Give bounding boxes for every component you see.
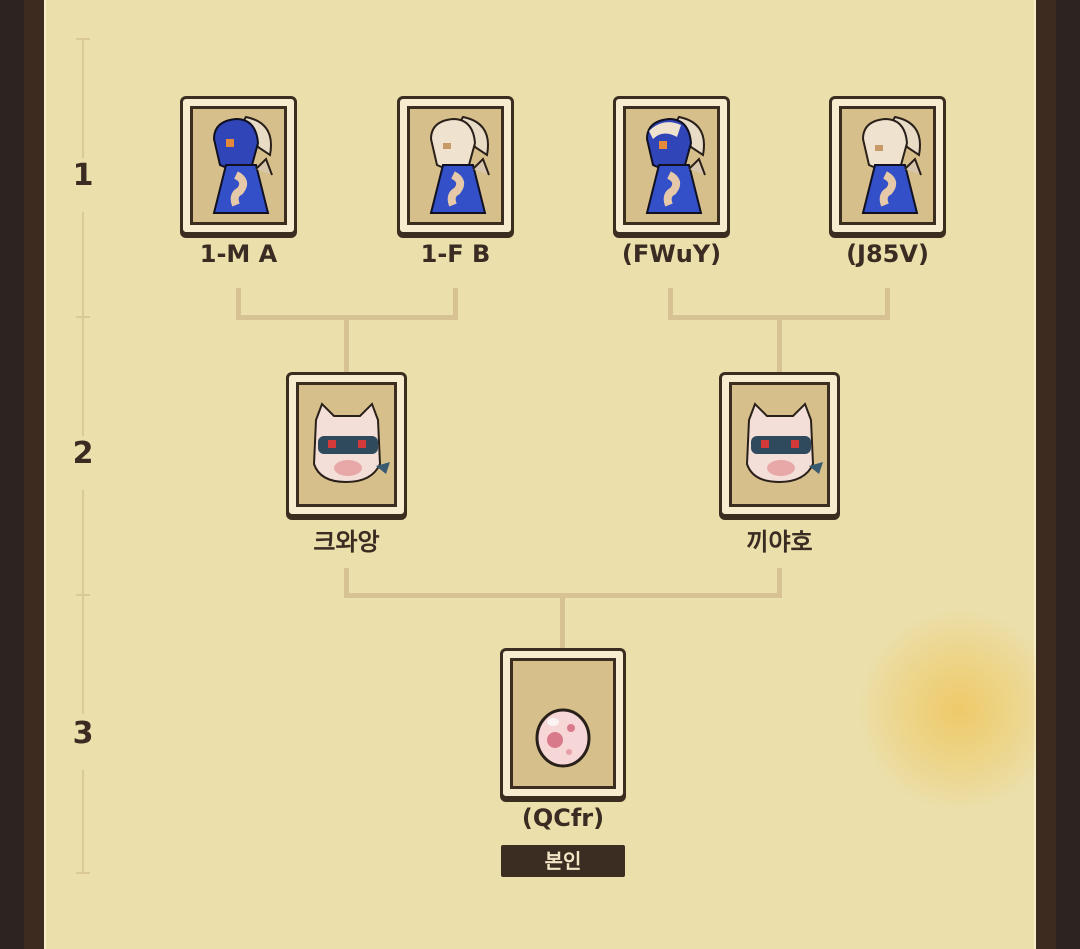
generation-label-3: 3 bbox=[72, 716, 94, 751]
generation-label-2: 2 bbox=[72, 436, 94, 471]
pet-card-kkiyaho[interactable] bbox=[719, 372, 840, 517]
pet-name: (QCfr) bbox=[521, 804, 605, 832]
card-portrait bbox=[510, 658, 616, 789]
ruler-tick bbox=[76, 38, 90, 40]
connector bbox=[344, 318, 349, 372]
pet-name: 크와앙 bbox=[313, 528, 380, 556]
pet-name: 끼야호 bbox=[746, 528, 813, 556]
blue-dragon-icon bbox=[861, 115, 922, 214]
card-portrait bbox=[839, 106, 936, 225]
connector bbox=[236, 315, 458, 320]
pet-name: 1-F B bbox=[420, 240, 491, 268]
connector bbox=[560, 596, 565, 648]
blue-dragon-icon bbox=[429, 115, 490, 214]
pet-card-fwuy[interactable] bbox=[613, 96, 730, 235]
ruler-line bbox=[82, 318, 84, 436]
frame-right-border bbox=[1036, 0, 1056, 949]
generation-label-1: 1 bbox=[72, 158, 94, 193]
card-portrait bbox=[190, 106, 287, 225]
card-portrait bbox=[623, 106, 720, 225]
pet-name: (FWuY) bbox=[621, 240, 722, 268]
connector bbox=[236, 288, 241, 320]
ruler-tick bbox=[76, 872, 90, 874]
blue-dragon-icon bbox=[645, 115, 706, 214]
ruler-line bbox=[82, 212, 84, 316]
pink-cat-icon bbox=[312, 401, 390, 483]
card-portrait bbox=[407, 106, 504, 225]
glow-effect bbox=[859, 610, 1036, 810]
pet-card-1-f-b[interactable] bbox=[397, 96, 514, 235]
ruler-line bbox=[82, 770, 84, 872]
connector bbox=[668, 288, 673, 320]
card-portrait bbox=[729, 382, 830, 507]
pet-name: 1-M A bbox=[199, 240, 278, 268]
connector bbox=[668, 315, 890, 320]
pet-card-j85v[interactable] bbox=[829, 96, 946, 235]
ruler-line bbox=[82, 596, 84, 714]
pet-card-1-m-a[interactable] bbox=[180, 96, 297, 235]
ruler-line bbox=[82, 40, 84, 158]
ruler-tick bbox=[76, 316, 90, 318]
pink-egg-icon bbox=[535, 708, 591, 768]
frame-left-border bbox=[24, 0, 44, 949]
pet-name: (J85V) bbox=[846, 240, 929, 268]
ruler-line bbox=[82, 490, 84, 594]
self-badge: 본인 bbox=[501, 845, 625, 877]
ruler-tick bbox=[76, 594, 90, 596]
pink-cat-icon bbox=[745, 401, 823, 483]
card-portrait bbox=[296, 382, 397, 507]
pet-card-qcfr[interactable] bbox=[500, 648, 626, 799]
connector bbox=[777, 318, 782, 372]
connector bbox=[885, 288, 890, 320]
connector bbox=[777, 568, 782, 598]
pet-card-keuwaang[interactable] bbox=[286, 372, 407, 517]
blue-dragon-icon bbox=[212, 115, 273, 214]
connector bbox=[344, 568, 349, 598]
connector bbox=[453, 288, 458, 320]
connector bbox=[344, 593, 782, 598]
